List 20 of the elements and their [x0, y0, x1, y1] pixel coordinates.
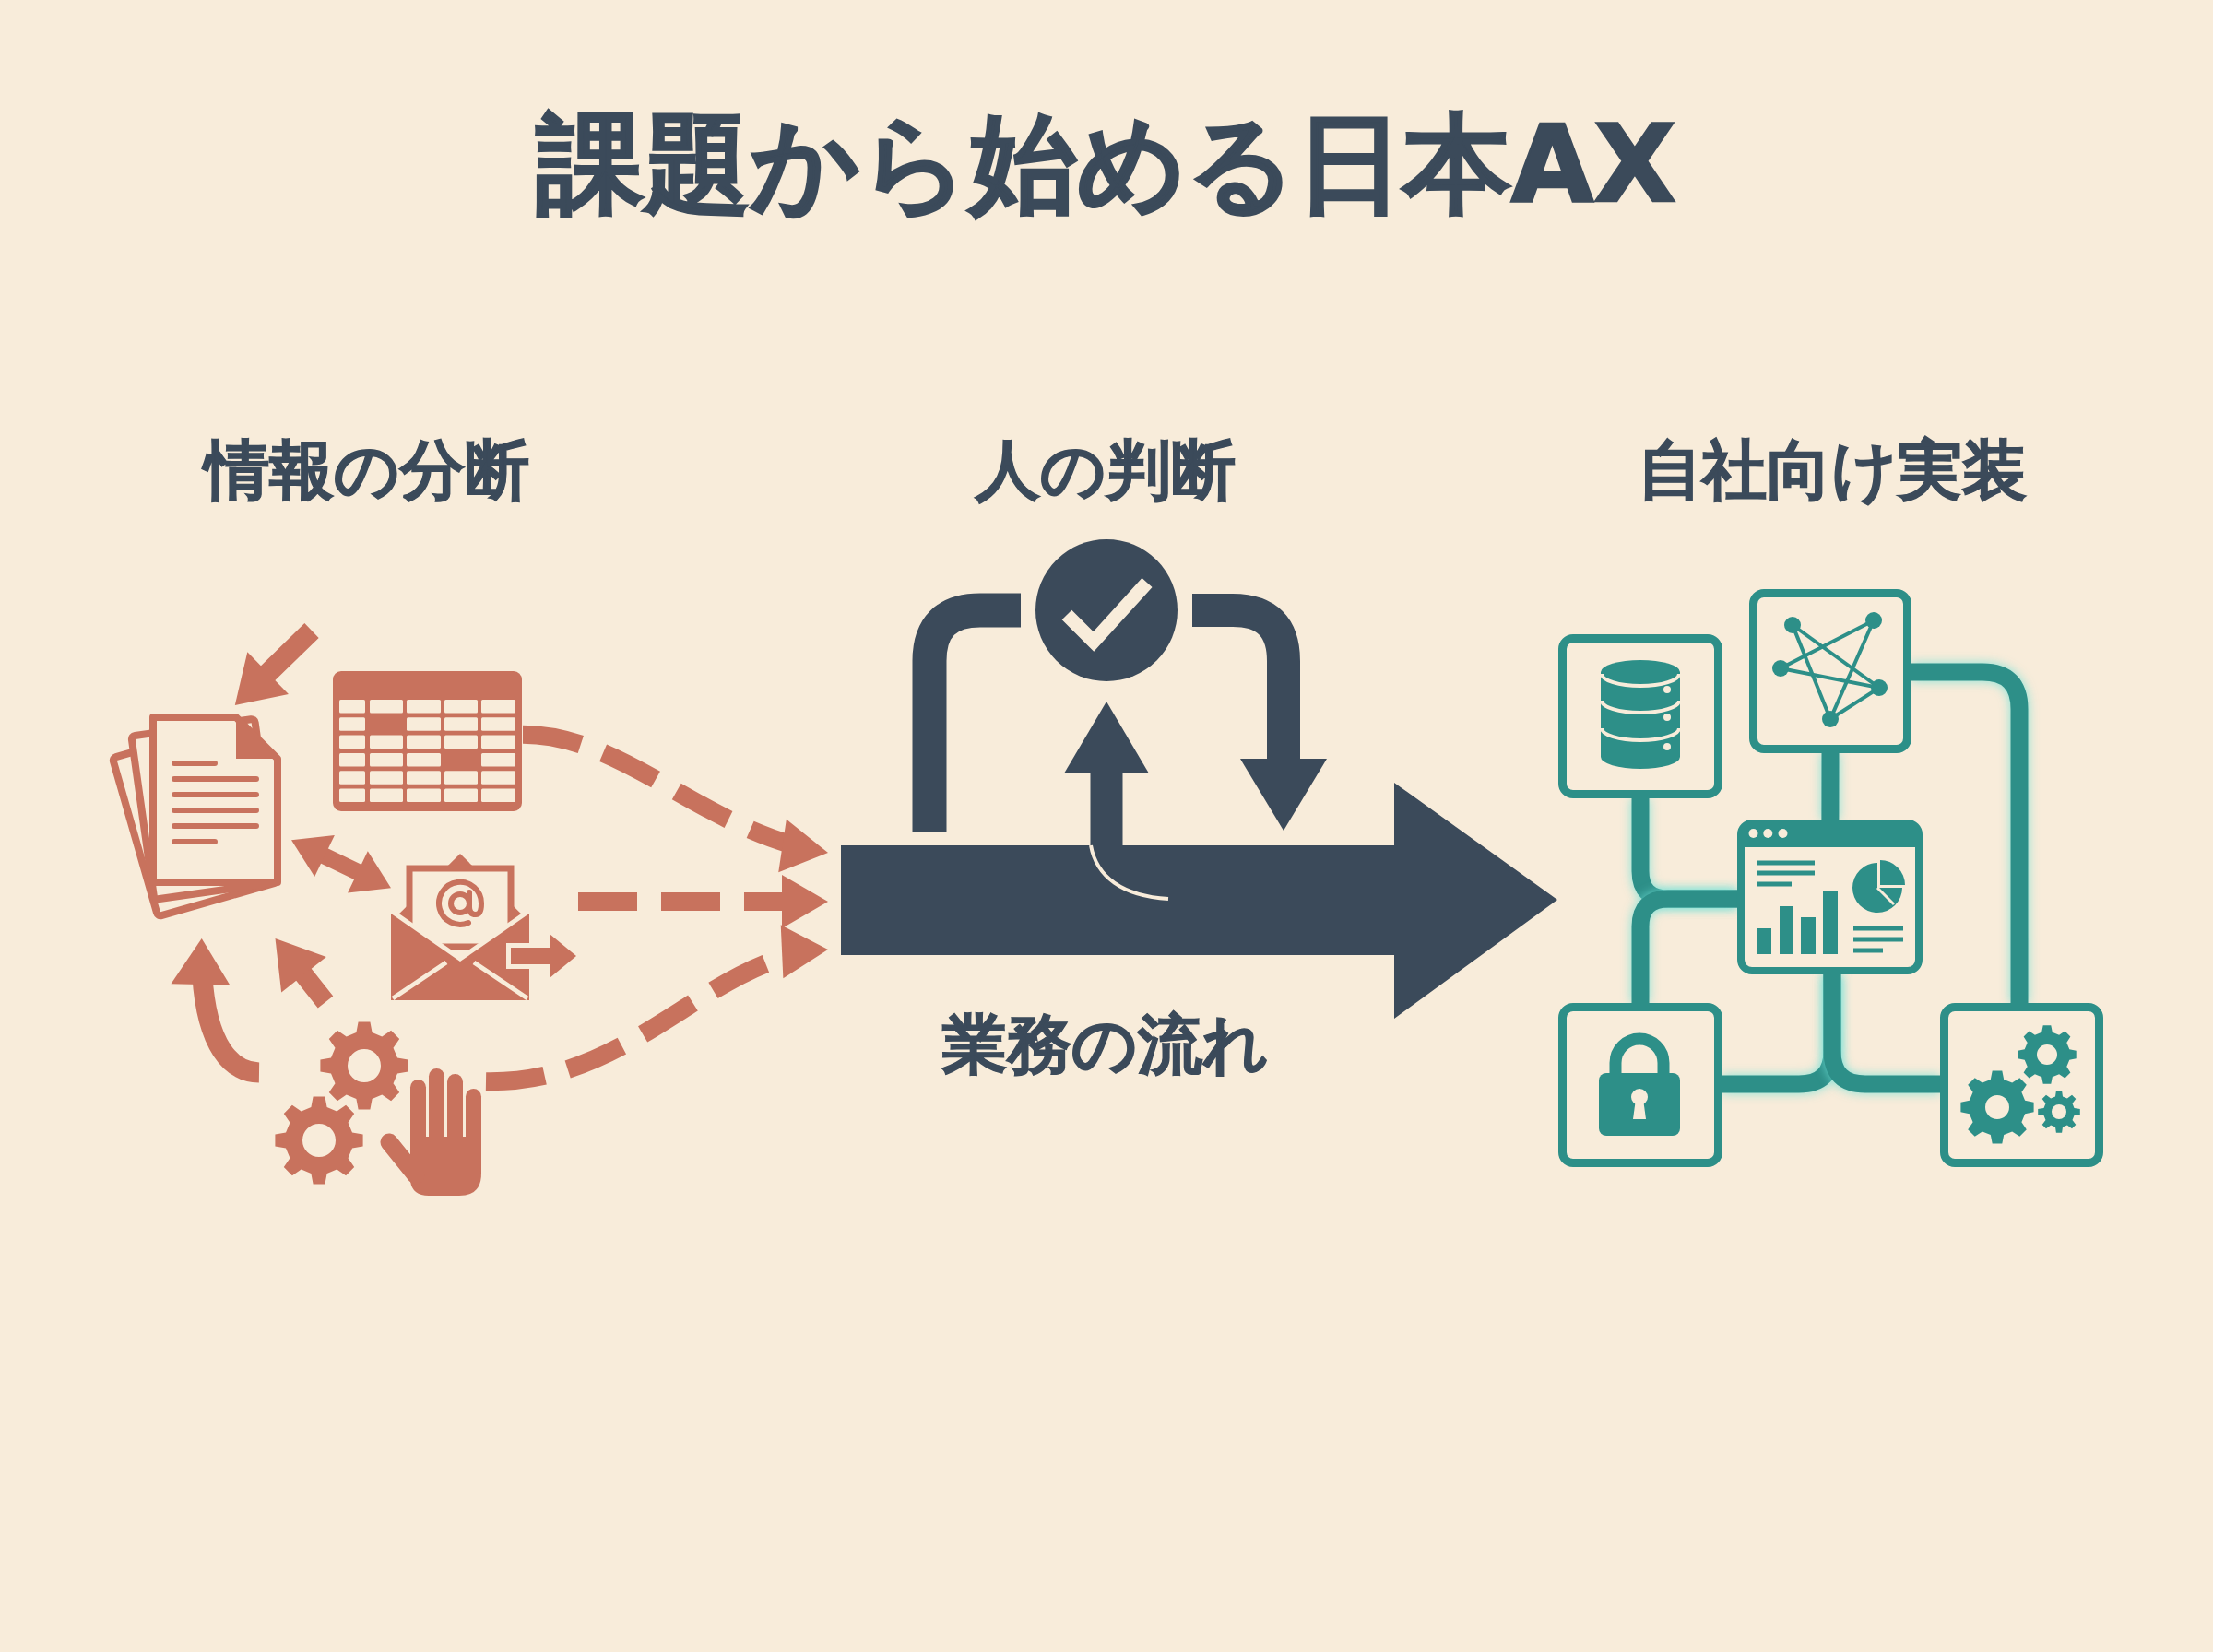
icon-tile — [1558, 1003, 1722, 1167]
section-heading: 人の判断 — [976, 431, 1236, 509]
icon-tile — [1558, 634, 1722, 798]
spreadsheet-icon — [332, 670, 523, 813]
icon-tile — [1940, 1003, 2103, 1167]
connector-line — [1821, 753, 1840, 820]
icon-tile — [1749, 589, 1911, 753]
arrow-caption: 業務の流れ — [942, 1006, 1269, 1083]
diagram-title: 課題から始める日本AX — [537, 100, 1676, 229]
connector-line — [912, 593, 1021, 832]
arrow — [1064, 702, 1149, 845]
check-circle-icon — [1035, 539, 1178, 681]
dashed-arrow — [522, 725, 830, 870]
section-heading: 自社向け実装 — [1638, 431, 2027, 509]
dashed-arrow — [578, 875, 828, 929]
connector-line — [1823, 974, 1940, 1093]
arrow — [1192, 594, 1327, 831]
connector-line — [1911, 663, 2029, 1003]
connector-line — [1631, 890, 1737, 1003]
browser-window — [1737, 820, 1923, 974]
